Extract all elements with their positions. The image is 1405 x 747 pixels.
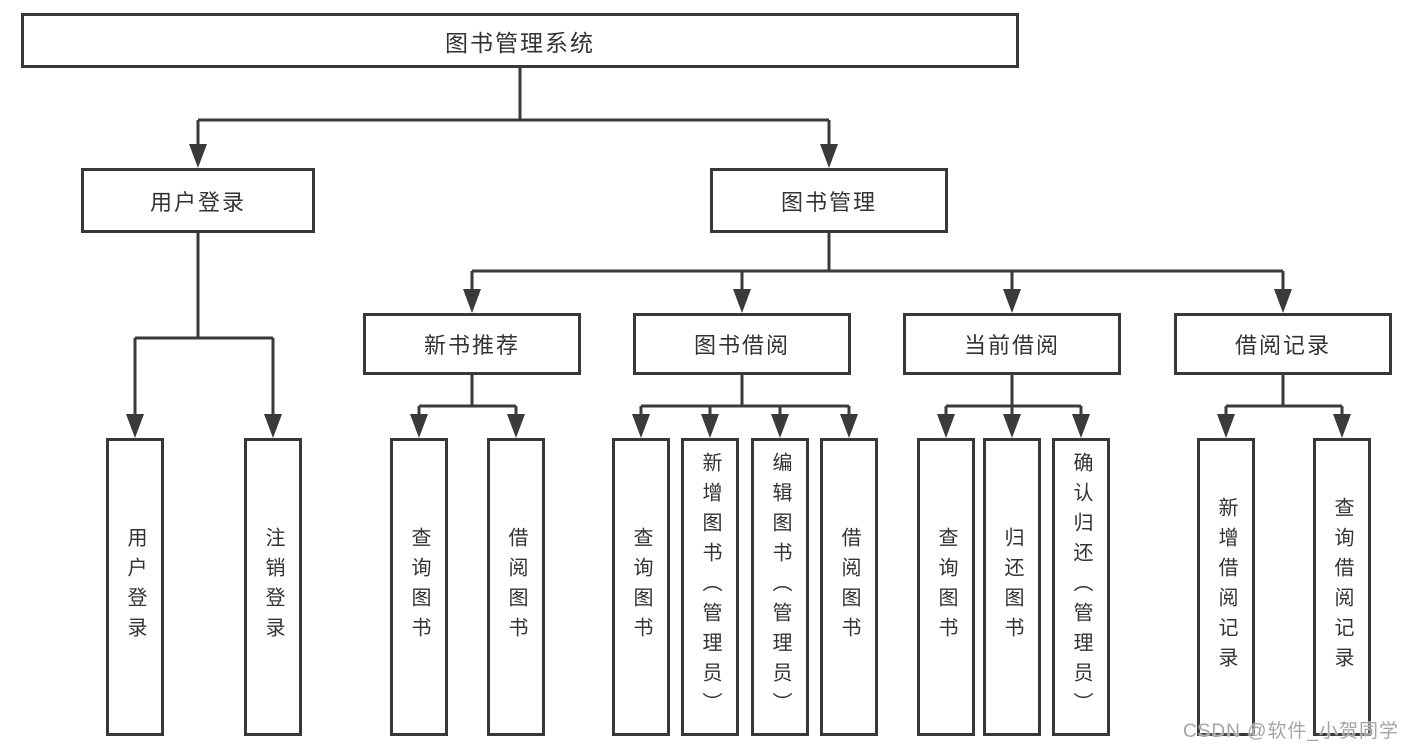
leaf-label: 借阅图书: [505, 527, 527, 647]
leaf-add-books-admin: 新增图书（管理员）: [681, 438, 739, 736]
leaf-label: 查询图书: [935, 527, 957, 647]
arrow-icon: [632, 414, 650, 438]
arrow-icon: [126, 414, 144, 438]
arrow-icon: [264, 414, 282, 438]
arrow-icon: [1217, 414, 1235, 438]
leaf-logout: 注销登录: [244, 438, 302, 736]
arrow-icon: [937, 414, 955, 438]
leaf-edit-books-admin: 编辑图书（管理员）: [751, 438, 809, 736]
leaf-add-borrow-record: 新增借阅记录: [1197, 438, 1255, 736]
connector-lines: [133, 68, 1344, 420]
leaf-label: 归还图书: [1001, 527, 1023, 647]
node-current-borrowing: 当前借阅: [903, 313, 1121, 375]
leaf-label: 编辑图书（管理员）: [769, 452, 791, 722]
leaf-borrow-books-recommend: 借阅图书: [487, 438, 545, 736]
node-book-management: 图书管理: [710, 168, 948, 233]
arrow-icon: [701, 414, 719, 438]
arrow-icon: [1274, 289, 1292, 313]
leaf-label: 查询借阅记录: [1331, 497, 1353, 677]
arrow-icon: [1072, 414, 1090, 438]
leaf-borrow-books: 借阅图书: [820, 438, 878, 736]
node-book-management-system: 图书管理系统: [21, 13, 1019, 68]
leaf-label: 查询图书: [408, 527, 430, 647]
node-user-login: 用户登录: [81, 168, 315, 233]
leaf-query-borrow-record: 查询借阅记录: [1313, 438, 1371, 736]
leaf-query-books-recommend: 查询图书: [390, 438, 448, 736]
arrow-icon: [507, 414, 525, 438]
node-borrowing-records: 借阅记录: [1174, 313, 1392, 375]
arrow-icon: [463, 289, 481, 313]
leaf-label: 确认归还（管理员）: [1070, 452, 1092, 722]
leaf-query-books-current: 查询图书: [917, 438, 975, 736]
leaf-confirm-return-admin: 确认归还（管理员）: [1052, 438, 1110, 736]
arrow-icon: [410, 414, 428, 438]
arrow-icon: [1003, 289, 1021, 313]
leaf-label: 借阅图书: [838, 527, 860, 647]
leaf-label: 注销登录: [262, 527, 284, 647]
node-book-borrowing: 图书借阅: [633, 313, 851, 375]
leaf-label: 查询图书: [630, 527, 652, 647]
arrow-icon: [1003, 414, 1021, 438]
leaf-label: 新增借阅记录: [1215, 497, 1237, 677]
arrow-icon: [733, 289, 751, 313]
leaf-return-books: 归还图书: [983, 438, 1041, 736]
csdn-watermark: CSDN @软件_小贺同学: [1183, 721, 1399, 742]
leaf-label: 用户登录: [124, 527, 146, 647]
arrow-icon: [820, 144, 838, 168]
leaf-user-login: 用户登录: [106, 438, 164, 736]
arrow-icon: [840, 414, 858, 438]
node-new-book-recommendation: 新书推荐: [363, 313, 581, 375]
arrow-icon: [771, 414, 789, 438]
arrow-icon: [189, 144, 207, 168]
leaf-label: 新增图书（管理员）: [699, 452, 721, 722]
arrow-icon: [1333, 414, 1351, 438]
leaf-query-books-borrow: 查询图书: [612, 438, 670, 736]
